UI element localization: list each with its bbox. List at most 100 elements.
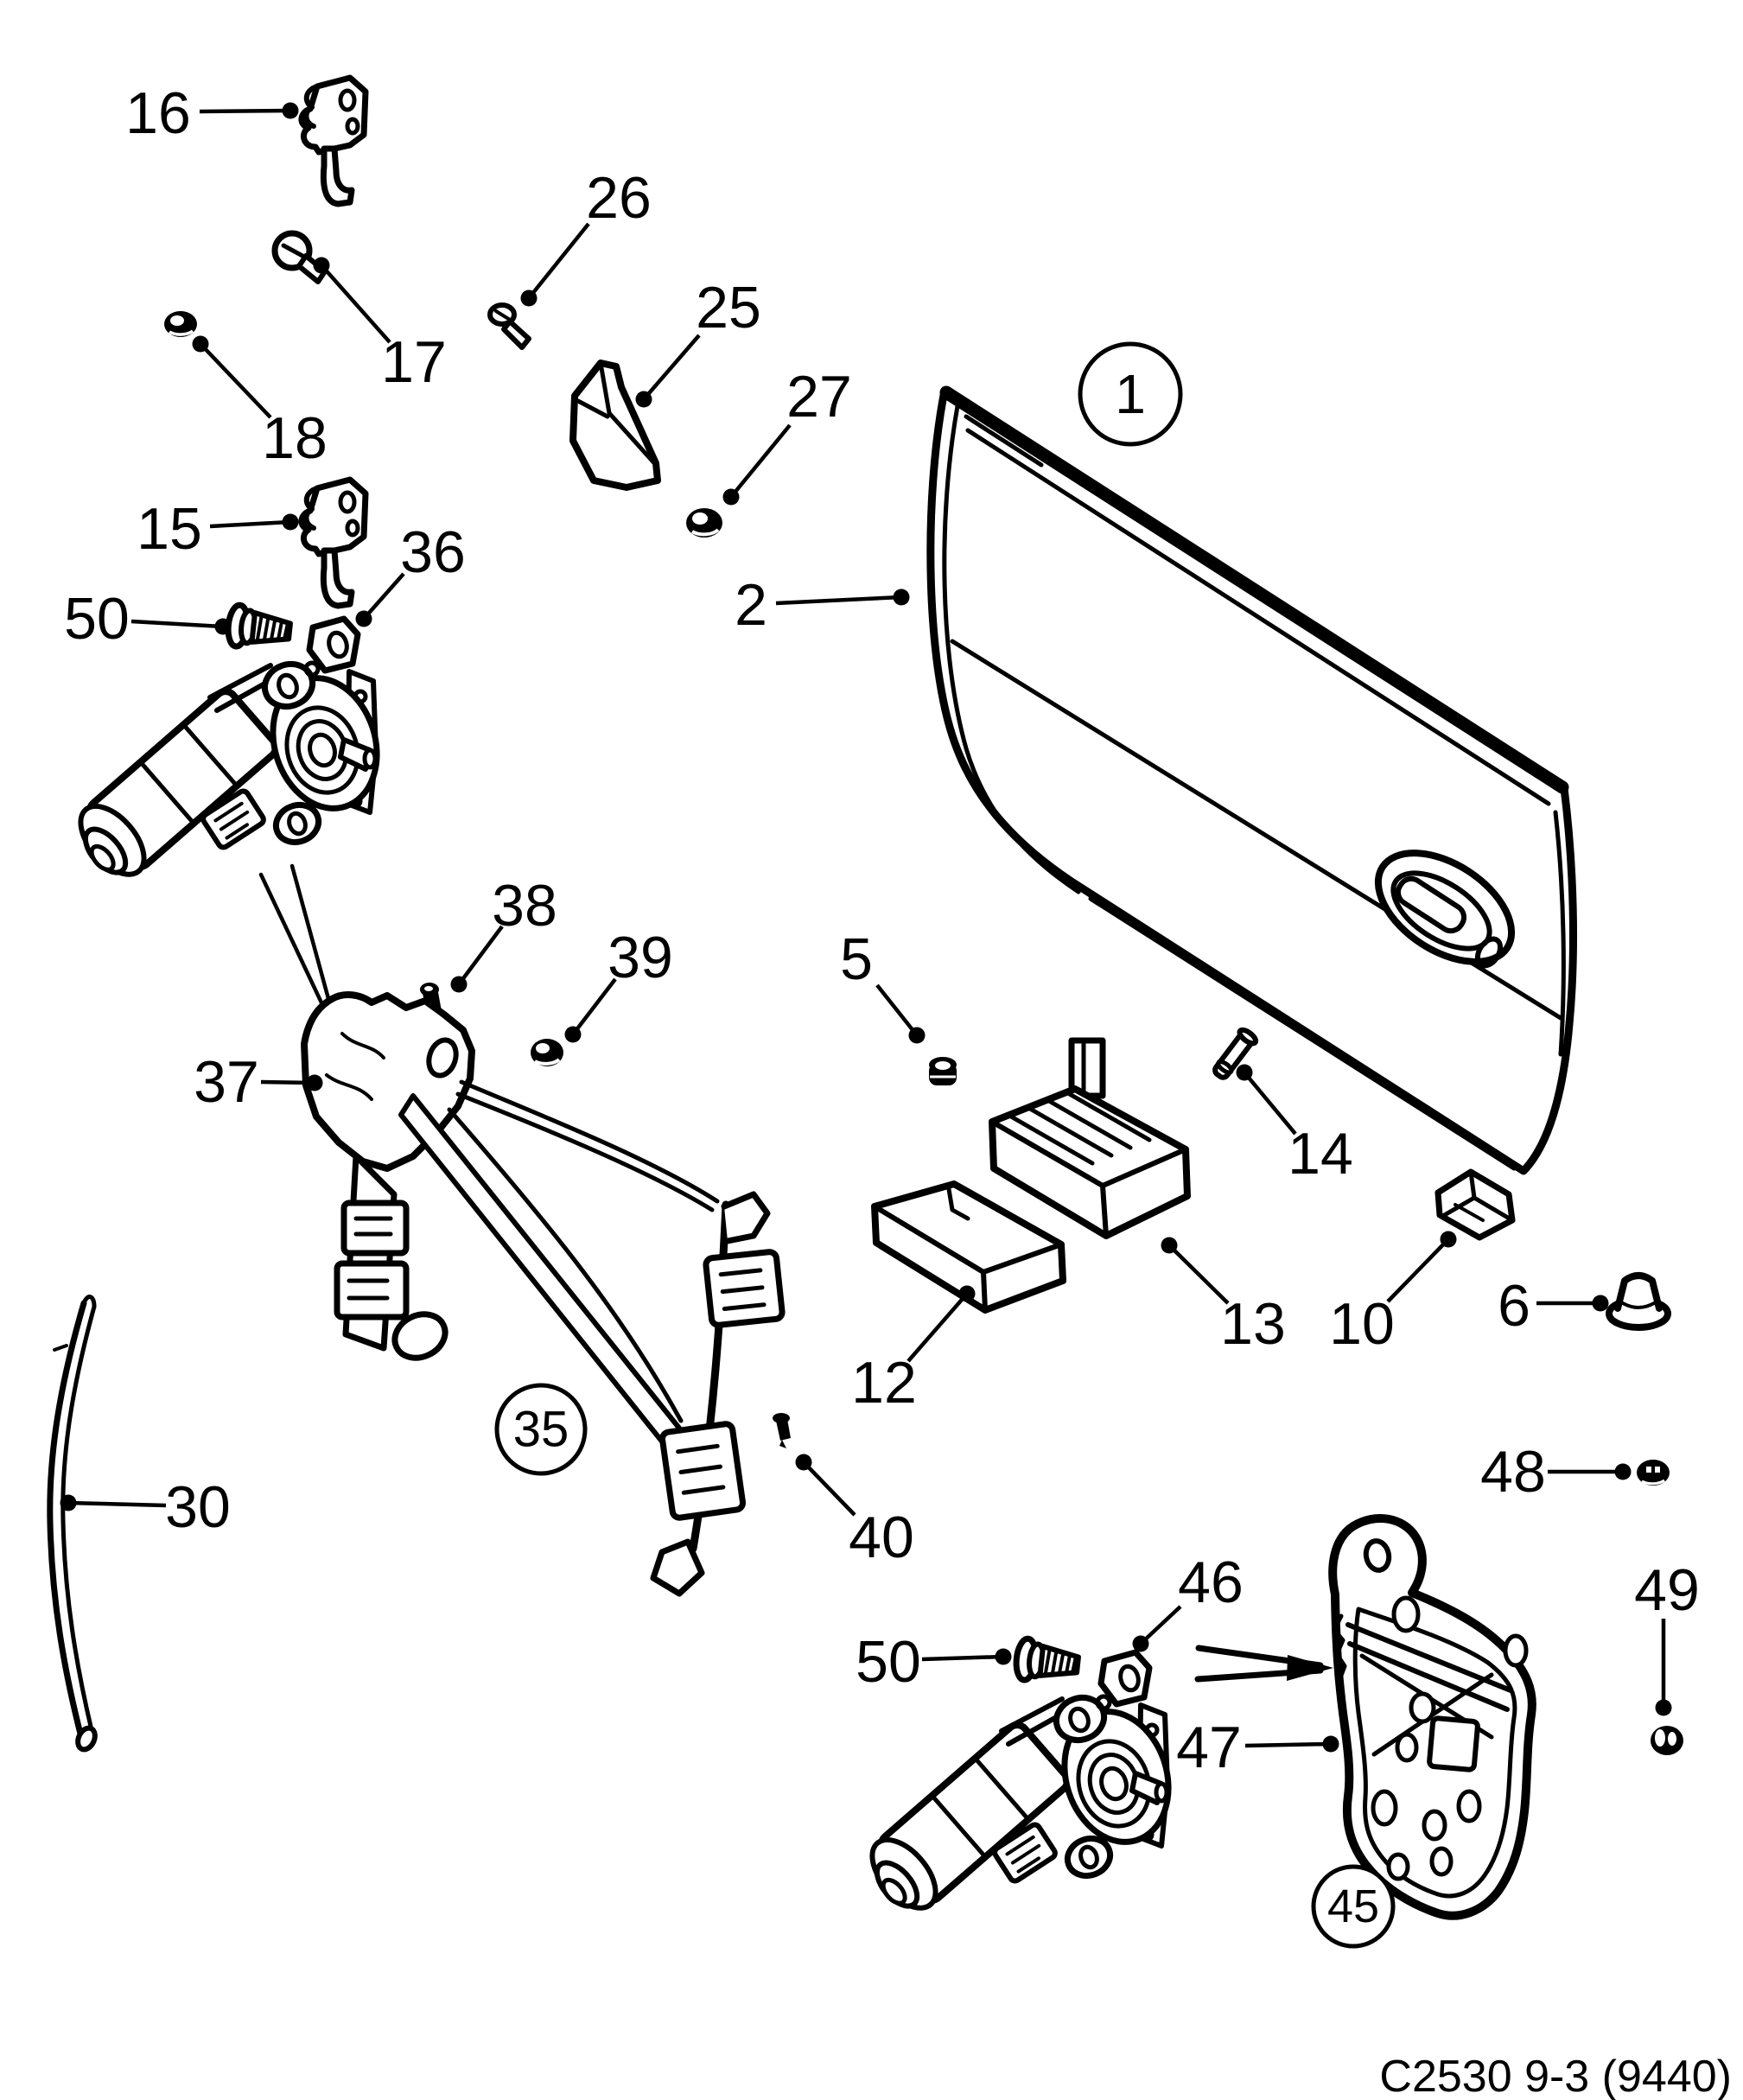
callout-line: [209, 519, 291, 529]
callout-dot: [1440, 1231, 1457, 1248]
callout-dot: [450, 976, 468, 993]
callout-dot: [722, 488, 740, 506]
callout-line: [1386, 1238, 1450, 1303]
callout-circle: [1078, 341, 1183, 447]
callout-line: [362, 572, 405, 620]
callout-label: 46: [1178, 1550, 1244, 1615]
callout-30: 30: [60, 1474, 231, 1540]
callout-label: 30: [165, 1474, 231, 1540]
callout-dot: [995, 1648, 1012, 1665]
nut-49: [1651, 1726, 1683, 1755]
screw-26: [487, 302, 531, 350]
door-top-edge: [939, 385, 1569, 794]
callout-dot: [958, 1285, 976, 1302]
callout-37: 37: [194, 1049, 323, 1115]
callout-label: 50: [856, 1629, 921, 1695]
callout-2: 2: [735, 572, 910, 638]
callout-48: 48: [1480, 1439, 1632, 1505]
callout-line: [260, 1079, 315, 1085]
callout-46: 46: [1132, 1550, 1244, 1652]
callout-dot: [1161, 1237, 1178, 1254]
trim-strip-30: [47, 1295, 98, 1753]
callout-label: 37: [194, 1049, 259, 1115]
door-front-face-line: [942, 404, 1081, 894]
rivet-40: [773, 1413, 791, 1448]
callout-50-front: 50: [64, 586, 232, 652]
callout-label: 49: [1634, 1557, 1700, 1623]
block-12: [871, 1180, 1066, 1314]
callout-label: 2: [735, 572, 767, 638]
callout-label: 39: [608, 925, 673, 990]
circled-callout-45: 45: [1311, 1864, 1396, 1949]
callout-label: 50: [64, 586, 130, 652]
wedge-25: [569, 360, 661, 491]
callout-line: [1167, 1244, 1230, 1305]
callout-label: 6: [1498, 1273, 1530, 1339]
callout-dot: [1592, 1295, 1609, 1312]
callout-circle: [1311, 1864, 1396, 1949]
grommet-5: [929, 1057, 957, 1085]
callout-label: 18: [262, 405, 328, 471]
callout-dot: [795, 1454, 812, 1471]
push-nut-39: [531, 1039, 563, 1066]
direction-arrow: [1194, 1645, 1333, 1683]
callout-dot: [1322, 1735, 1339, 1753]
door-check-lower: [302, 480, 366, 606]
door-corner-detail: [964, 402, 1048, 468]
callout-50-rear: 50: [856, 1629, 1012, 1695]
callout-18: 18: [192, 335, 328, 471]
callout-label: 47: [1176, 1715, 1242, 1780]
callout-47: 47: [1176, 1715, 1339, 1780]
door-rear-edge-line: [1553, 810, 1566, 1057]
callout-label: 26: [586, 165, 652, 231]
callout-39: 39: [564, 925, 673, 1043]
callout-16: 16: [125, 80, 299, 146]
callout-line: [320, 264, 391, 344]
callout-dot: [908, 1027, 926, 1044]
callout-label: 14: [1288, 1121, 1353, 1187]
callout-15: 15: [137, 496, 299, 562]
door-check-upper: [302, 78, 366, 204]
callout-dot: [1614, 1463, 1632, 1480]
callout-36: 36: [355, 519, 466, 627]
door-bottom-molding: [1088, 896, 1517, 1171]
circled-callout-35: 35: [494, 1383, 588, 1476]
callout-label: 13: [1220, 1291, 1286, 1357]
callout-line: [1243, 1071, 1297, 1136]
callout-dot: [893, 589, 910, 606]
callout-label: 16: [125, 80, 191, 146]
callout-5: 5: [840, 926, 926, 1044]
callout-27: 27: [722, 364, 852, 506]
callout-dot: [1132, 1635, 1149, 1652]
callout-line: [906, 1292, 969, 1363]
callout-38: 38: [450, 873, 557, 993]
callout-line: [527, 222, 590, 300]
callout-10: 10: [1329, 1231, 1457, 1357]
callout-label: 36: [400, 519, 466, 585]
door-sill-line: [965, 428, 1551, 806]
callout-line: [130, 619, 224, 629]
callout-14: 14: [1236, 1064, 1353, 1187]
callout-dot: [564, 1026, 582, 1043]
screw-17: [271, 230, 328, 284]
callout-dot: [60, 1494, 77, 1511]
callout-40: 40: [795, 1454, 914, 1570]
bolt-50-front: [226, 604, 292, 652]
callout-label: 15: [137, 496, 202, 562]
clip-10: [1434, 1168, 1516, 1241]
figure-caption: C2530 9-3 (9440): [1379, 2052, 1732, 2100]
callout-line: [457, 925, 504, 986]
callout-dot: [635, 391, 652, 408]
callout-label: 27: [786, 364, 852, 430]
callout-dot: [306, 1074, 323, 1091]
block-13: [989, 1037, 1191, 1239]
inner-carrier-panel: [1328, 1513, 1536, 1920]
callout-label: 35: [513, 1402, 569, 1458]
callout-line: [802, 1460, 856, 1517]
callout-17: 17: [313, 257, 447, 395]
callout-dot: [313, 257, 330, 274]
door-panel: [926, 385, 1577, 1175]
callout-label: 40: [849, 1505, 914, 1570]
